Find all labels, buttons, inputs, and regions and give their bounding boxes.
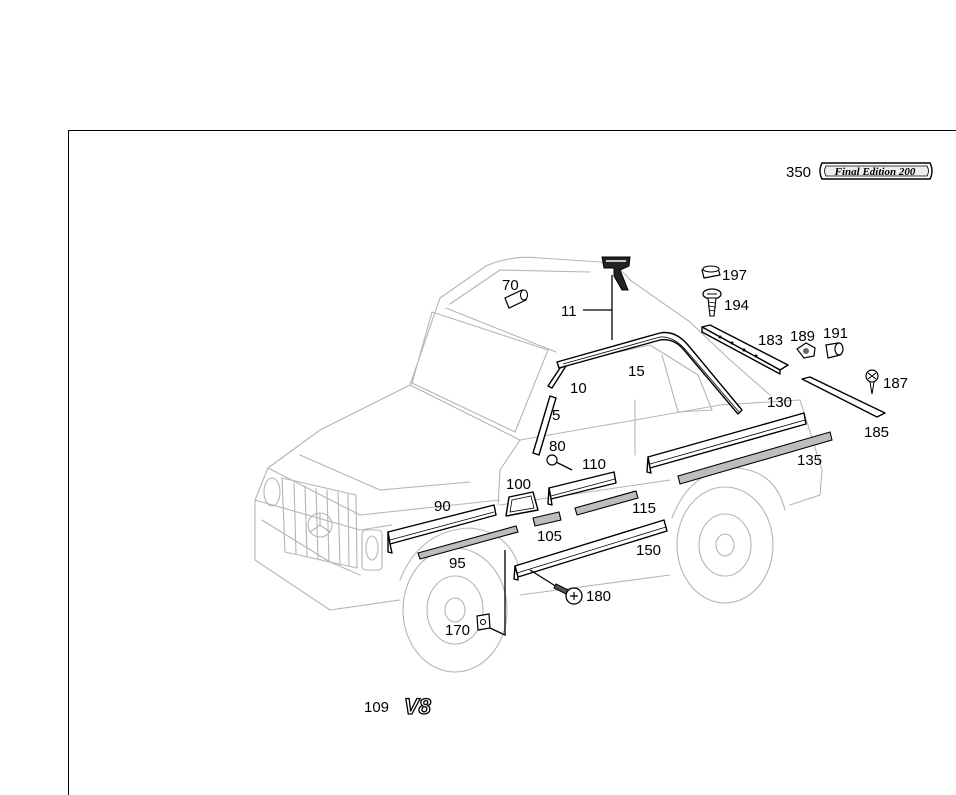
- final-edition-badge: Final Edition 200: [819, 162, 933, 180]
- clip-189: [796, 342, 816, 359]
- callout-197: 197: [722, 267, 747, 284]
- callout-185: 185: [864, 424, 889, 441]
- door-strip: [574, 490, 639, 516]
- callout-183: 183: [758, 332, 783, 349]
- callout-194: 194: [724, 297, 749, 314]
- callout-5: 5: [552, 407, 560, 424]
- callout-130: 130: [767, 394, 792, 411]
- callout-191: 191: [823, 325, 848, 342]
- screw-194: [702, 288, 722, 317]
- a-pillar-corner-trim: [547, 365, 567, 389]
- a-pillar-strip: [532, 395, 557, 456]
- callout-187: 187: [883, 375, 908, 392]
- sill-clip-part: [476, 613, 491, 631]
- vehicle-outline: [254, 256, 823, 673]
- plug-191: [825, 342, 844, 359]
- callout-350: 350: [786, 164, 811, 181]
- callout-80: 80: [549, 438, 566, 455]
- rear-side-strip: [677, 431, 833, 485]
- callout-15: 15: [628, 363, 645, 380]
- callout-70: 70: [502, 277, 519, 294]
- nut-197: [701, 265, 721, 279]
- emblem-text: V8: [404, 694, 432, 719]
- callout-109: 109: [364, 699, 389, 716]
- mounting-bracket-183: [701, 324, 789, 375]
- roof-plug-part: [504, 289, 529, 309]
- door-front-strip: [532, 511, 562, 527]
- sill-rail: [513, 519, 668, 581]
- callout-110: 110: [582, 456, 606, 473]
- callout-100: 100: [506, 476, 531, 493]
- badge-text: Final Edition 200: [834, 166, 916, 178]
- callout-180: 180: [586, 588, 611, 605]
- callout-11: 11: [561, 303, 577, 320]
- callout-135: 135: [797, 452, 822, 469]
- door-rail: [547, 471, 617, 506]
- front-fender-strip: [417, 525, 519, 560]
- door-front-trim: [505, 491, 539, 517]
- callout-105: 105: [537, 528, 562, 545]
- v8-emblem: V8: [403, 693, 432, 719]
- callout-90: 90: [434, 498, 451, 515]
- callout-170: 170: [445, 622, 470, 639]
- callout-115: 115: [632, 500, 656, 517]
- diagram-frame: [68, 130, 956, 795]
- callout-150: 150: [636, 542, 661, 559]
- roof-clip-part: [601, 256, 631, 291]
- callout-10: 10: [570, 380, 587, 397]
- mounting-bar-185: [801, 376, 886, 418]
- rear-side-rail: [646, 412, 807, 474]
- screw-180: [553, 583, 583, 605]
- front-fender-rail: [387, 504, 497, 554]
- callout-189: 189: [790, 328, 815, 345]
- screw-187: [865, 369, 879, 395]
- callout-95: 95: [449, 555, 466, 572]
- trim-clip-part: [546, 454, 573, 471]
